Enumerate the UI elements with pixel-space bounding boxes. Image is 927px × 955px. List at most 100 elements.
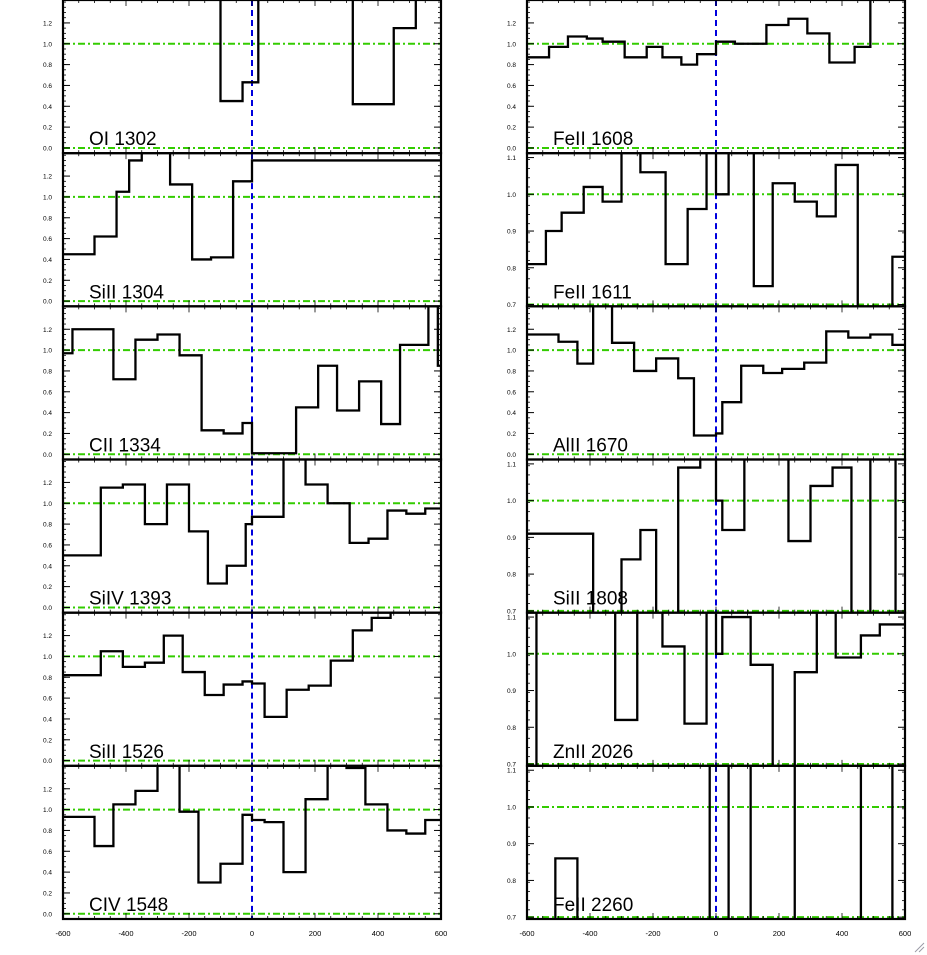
ion-label: ZnII 2026 (553, 742, 633, 763)
ytick-label: 0.8 (43, 368, 52, 375)
ytick-label: 0.0 (43, 299, 52, 306)
ytick-label: 0.0 (507, 145, 516, 152)
ytick-label: 1.0 (43, 654, 52, 661)
spectrum-step-line (527, 0, 872, 66)
xtick-label-left: -400 (118, 929, 133, 938)
ytick-label: 0.6 (43, 236, 52, 243)
ytick-label: 0.2 (43, 584, 52, 591)
ytick-label: 0.8 (507, 368, 516, 375)
ytick-label: 0.4 (43, 716, 52, 723)
xtick-label-left: -200 (181, 929, 196, 938)
ytick-label: 0.8 (507, 62, 516, 69)
ion-label: CIV 1548 (89, 895, 168, 916)
ytick-label: 1.0 (507, 348, 516, 355)
ytick-label: 0.7 (507, 608, 516, 615)
ytick-label: 0.2 (43, 431, 52, 438)
xtick-label-right: 0 (714, 929, 718, 938)
ytick-label: 0.6 (507, 83, 516, 90)
ytick-label: 1.1 (507, 615, 516, 622)
ytick-label: 0.8 (507, 725, 516, 732)
ytick-label: 0.8 (507, 572, 516, 579)
ytick-label: 1.0 (43, 194, 52, 201)
ion-label: SiII 1808 (553, 589, 628, 610)
ion-label: FeII 2260 (553, 895, 633, 916)
ytick-label: 0.8 (43, 828, 52, 835)
ytick-label: 0.6 (43, 83, 52, 90)
ytick-label: 0.2 (43, 125, 52, 132)
ytick-label: 1.2 (43, 480, 52, 487)
ytick-label: 0.8 (43, 522, 52, 529)
ytick-label: 1.0 (43, 348, 52, 355)
ytick-label: 1.0 (507, 498, 516, 505)
ytick-label: 1.2 (507, 20, 516, 27)
ytick-label: 0.4 (43, 257, 52, 264)
ytick-label: 0.4 (507, 410, 516, 417)
xtick-label-right: 200 (773, 929, 786, 938)
spectrum-step-line (63, 153, 441, 261)
ytick-label: 0.7 (507, 761, 516, 768)
ytick-label: 0.4 (43, 104, 52, 111)
ytick-label: 1.1 (507, 768, 516, 775)
ytick-label: 0.0 (43, 911, 52, 918)
ytick-label: 0.0 (43, 605, 52, 612)
ytick-label: 1.0 (507, 804, 516, 811)
ytick-label: 0.8 (507, 878, 516, 885)
ytick-label: 0.6 (43, 849, 52, 856)
ytick-label: 1.2 (43, 633, 52, 640)
ytick-label: 1.0 (43, 41, 52, 48)
ion-label: OI 1302 (89, 129, 157, 150)
ytick-label: 1.1 (507, 461, 516, 468)
ytick-label: 0.8 (43, 215, 52, 222)
xtick-label-right: -200 (645, 929, 660, 938)
ytick-label: 0.7 (507, 915, 516, 922)
ytick-label: 0.9 (507, 535, 516, 542)
ytick-label: 0.7 (507, 302, 516, 309)
ion-label: AlII 1670 (553, 436, 628, 457)
ytick-label: 0.9 (507, 229, 516, 236)
xtick-label-left: 400 (372, 929, 385, 938)
ytick-label: 1.2 (507, 327, 516, 334)
xtick-label-right: 600 (899, 929, 912, 938)
ytick-label: 0.2 (507, 125, 516, 132)
ytick-label: 0.2 (43, 737, 52, 744)
ytick-label: 0.4 (43, 563, 52, 570)
xtick-label-left: 600 (435, 929, 448, 938)
ytick-label: 1.0 (507, 192, 516, 199)
ytick-label: 1.2 (43, 20, 52, 27)
ion-label: FeII 1608 (553, 129, 633, 150)
ion-label: CII 1334 (89, 436, 161, 457)
ytick-label: 0.2 (507, 431, 516, 438)
ytick-label: 0.0 (43, 758, 52, 765)
resize-grip-icon[interactable] (913, 941, 925, 953)
xtick-label-right: -400 (582, 929, 597, 938)
panel-oi-1302: 0.00.20.40.60.81.01.2OI 1302 (43, 0, 443, 155)
ion-label: SiIV 1393 (89, 589, 171, 610)
spectrum-step-line (554, 765, 894, 919)
ytick-label: 0.8 (43, 675, 52, 682)
xtick-label-left: 200 (309, 929, 322, 938)
ytick-label: 0.0 (507, 452, 516, 459)
ion-label: SiII 1304 (89, 282, 164, 303)
spectrum-step-line (527, 153, 905, 307)
xtick-label-right: 400 (836, 929, 849, 938)
ytick-label: 1.0 (507, 651, 516, 658)
ytick-label: 0.0 (43, 452, 52, 459)
ytick-label: 0.4 (43, 870, 52, 877)
ytick-label: 1.2 (43, 174, 52, 181)
ytick-label: 0.2 (43, 278, 52, 285)
spectrum-step-line (63, 612, 392, 719)
ytick-label: 0.6 (43, 542, 52, 549)
ytick-label: 1.2 (43, 786, 52, 793)
ytick-label: 0.2 (43, 890, 52, 897)
ytick-label: 0.6 (43, 389, 52, 396)
ytick-label: 0.4 (43, 410, 52, 417)
xtick-label-left: 0 (250, 929, 254, 938)
